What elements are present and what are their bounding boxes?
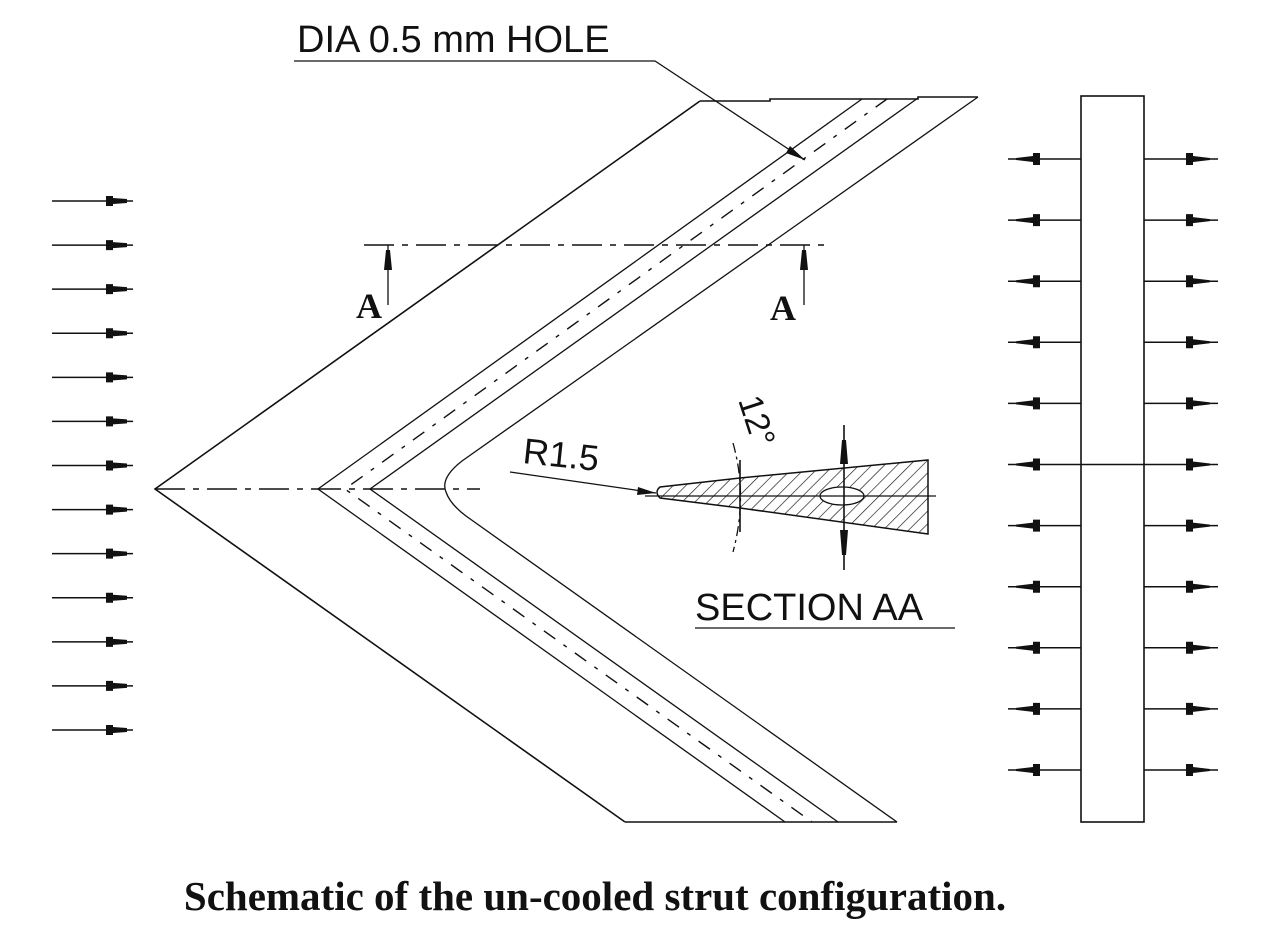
hole-centreline	[343, 98, 888, 823]
section-aa-detail: 12° R1.5 SECTION AA	[509, 391, 955, 629]
hole-leader: DIA 0.5 mm HOLE	[294, 19, 806, 161]
outlet-arrow-left	[1008, 214, 1081, 227]
outlet-arrow-left	[1008, 641, 1081, 654]
outlet-arrow-right	[1144, 214, 1218, 227]
section-mark-left: A	[356, 286, 382, 326]
inlet-arrow	[52, 328, 133, 339]
outlet-arrow-right	[1144, 275, 1218, 288]
strut-outer-edge	[153, 100, 701, 823]
outlet-plate	[1080, 95, 1145, 823]
radius-label: R1.5	[521, 430, 601, 479]
inlet-arrow	[52, 504, 133, 515]
outlet-arrow-left	[1008, 702, 1081, 715]
outlet-arrow-left	[1008, 275, 1081, 288]
section-line-aa: A A	[356, 244, 828, 328]
inlet-arrow	[52, 416, 133, 427]
inlet-arrow	[52, 460, 133, 471]
inlet-arrow	[52, 196, 133, 206]
outlet-flow-arrows	[1008, 153, 1218, 776]
inlet-arrow	[52, 372, 133, 383]
outlet-arrow-left	[1008, 580, 1081, 593]
strut-inner-line-3	[368, 97, 919, 823]
outlet-arrow-left	[1008, 153, 1081, 165]
outlet-arrow-right	[1144, 458, 1218, 471]
hole-label: DIA 0.5 mm HOLE	[297, 19, 610, 61]
inlet-arrow	[52, 725, 133, 735]
outlet-arrow-right	[1144, 336, 1218, 349]
inlet-arrow	[52, 636, 133, 647]
outlet-arrow-left	[1008, 336, 1081, 349]
outlet-arrow-right	[1144, 764, 1218, 776]
inlet-arrow	[52, 240, 133, 251]
outlet-arrow-right	[1144, 153, 1218, 165]
outlet-arrow-left	[1008, 519, 1081, 532]
outlet-arrow-right	[1144, 397, 1218, 410]
inlet-arrow	[52, 284, 133, 295]
inlet-arrow	[52, 548, 133, 559]
outlet-arrow-left	[1008, 764, 1081, 776]
section-mark-right: A	[770, 288, 796, 328]
section-title: SECTION AA	[695, 587, 924, 629]
inlet-arrow	[52, 592, 133, 603]
inlet-flow-arrows	[52, 196, 133, 735]
outlet-arrow-right	[1144, 580, 1218, 593]
outlet-arrow-left	[1008, 458, 1081, 471]
figure-caption: Schematic of the un-cooled strut configu…	[183, 873, 1007, 919]
strut-trailing-edge	[444, 96, 979, 823]
outlet-arrow-left	[1008, 397, 1081, 410]
outlet-arrow-right	[1144, 519, 1218, 532]
outlet-arrow-right	[1144, 641, 1218, 654]
outlet-arrow-right	[1144, 702, 1218, 715]
strut-top-edge	[700, 96, 978, 102]
angle-label: 12°	[730, 391, 782, 452]
inlet-arrow	[52, 680, 133, 691]
